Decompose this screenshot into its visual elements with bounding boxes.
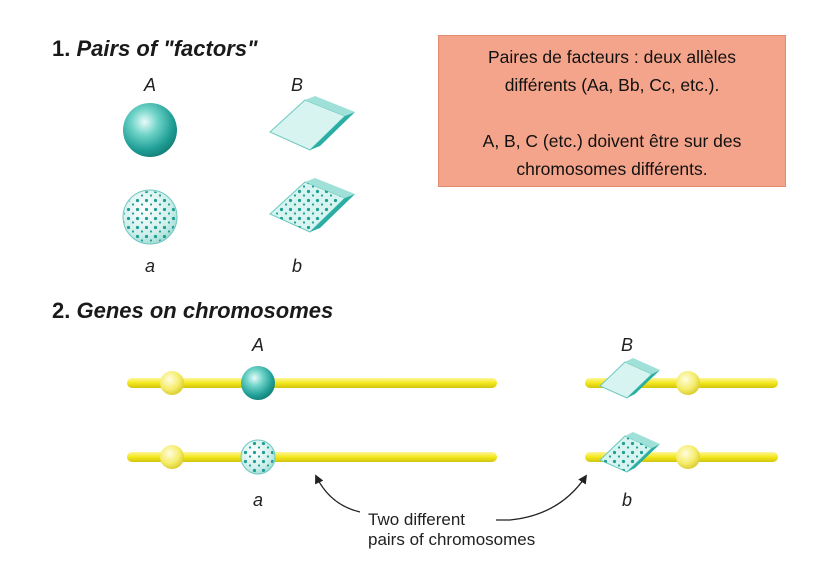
factor-A-solid-sphere <box>123 103 177 157</box>
allele-a-on-chromosome <box>240 439 276 475</box>
section1-heading: 1. Pairs of "factors" <box>52 36 258 62</box>
chromosome-pair1-lower <box>127 445 497 469</box>
label-top-A: A <box>143 75 156 95</box>
callout-line-1: Two different <box>368 510 466 529</box>
section1-title: Pairs of "factors" <box>76 36 258 61</box>
label-top-B: B <box>290 75 303 95</box>
label-top-b: b <box>291 256 302 276</box>
allele-A-on-chromosome <box>241 366 275 400</box>
callout-text: Two different pairs of chromosomes <box>368 510 535 550</box>
callout-line-2: pairs of chromosomes <box>368 530 536 549</box>
note-line-3: A, B, C (etc.) doivent être sur des <box>482 131 742 151</box>
allele-b-on-chromosome <box>599 432 660 473</box>
note-line-2: différents (Aa, Bb, Cc, etc.). <box>504 75 720 95</box>
label-chrom-a: a <box>252 490 263 510</box>
label-chrom-A: A <box>251 335 264 355</box>
section2-heading: 2. Genes on chromosomes <box>52 298 333 324</box>
label-top-a: a <box>144 256 155 276</box>
arrow-to-pair2 <box>496 474 588 521</box>
factor-B-solid-cube <box>269 96 355 151</box>
french-note-box: Paires de facteurs : deux allèles différ… <box>438 35 786 187</box>
chromosome-pair1-upper <box>127 371 497 395</box>
factor-a-dotted-sphere <box>122 189 178 245</box>
arrow-to-pair1 <box>315 474 361 513</box>
label-chrom-b: b <box>621 490 632 510</box>
section2-number: 2. <box>52 298 71 323</box>
section2-title: Genes on chromosomes <box>76 298 334 323</box>
section1-number: 1. <box>52 36 71 61</box>
note-line-4: chromosomes différents. <box>516 159 708 179</box>
allele-B-on-chromosome <box>599 358 660 399</box>
factor-b-dotted-cube <box>269 178 355 233</box>
label-chrom-B: B <box>620 335 633 355</box>
note-line-1: Paires de facteurs : deux allèles <box>487 47 737 67</box>
